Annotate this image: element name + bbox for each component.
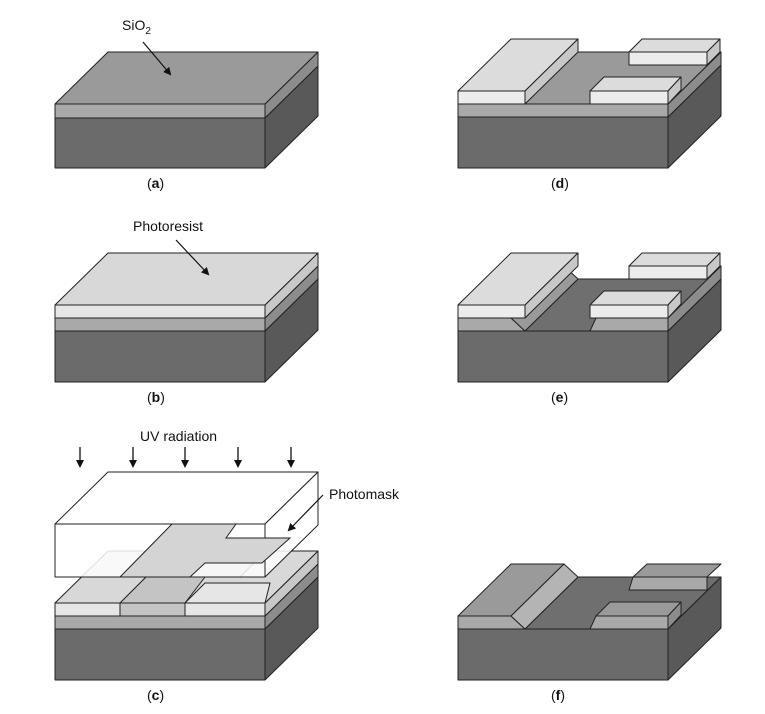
panel-f: (f)	[457, 563, 722, 703]
uv-radiation-label: UV radiation	[140, 428, 217, 444]
photomask-arrow	[287, 494, 324, 532]
photoresist-arrow	[175, 239, 210, 276]
photomask-label: Photomask	[329, 486, 400, 502]
caption-c: (c)	[147, 687, 164, 703]
substrate-front	[457, 330, 669, 383]
panel-a: SiO2 (a)	[54, 17, 319, 191]
resist-block-side	[667, 290, 682, 319]
exposed-resist-front	[119, 602, 186, 617]
photoresist-label: Photoresist	[133, 218, 203, 234]
caption-e: (e)	[551, 389, 568, 405]
resist-block-back-side	[706, 252, 721, 280]
oxide-side	[667, 265, 722, 332]
caption-a: (a)	[147, 175, 164, 191]
caption-d: (d)	[551, 175, 569, 191]
oxide-front	[54, 615, 266, 630]
exposed-pattern-light	[183, 582, 271, 604]
resist-block-top	[589, 290, 682, 306]
photomask-pattern	[118, 523, 292, 578]
resist-block-front	[589, 304, 669, 319]
panel-b: Photoresist (b)	[54, 218, 319, 405]
substrate-front	[54, 330, 266, 383]
substrate-front	[54, 628, 266, 681]
resist-block-side	[667, 76, 682, 105]
resist-top	[54, 252, 319, 306]
resist-stripe-front	[457, 304, 526, 319]
substrate-front	[457, 116, 669, 169]
oxide-block-front	[589, 615, 669, 630]
resist-block-back-front	[628, 265, 708, 280]
caption-f: (f)	[551, 687, 565, 703]
oxide-block-top	[595, 601, 682, 617]
resist-stripe-side	[524, 252, 579, 319]
panel-e: (e)	[457, 252, 722, 405]
oxide-front	[54, 103, 266, 119]
substrate-front	[457, 628, 669, 681]
oxide-stripe-bevel	[510, 563, 579, 630]
resist-front	[54, 304, 266, 319]
resist-block-back-top	[628, 38, 721, 53]
uv-arrows	[76, 447, 295, 468]
sio2-arrow	[142, 41, 172, 76]
resist-stripe-front	[457, 90, 526, 105]
substrate-front	[54, 117, 266, 169]
panel-c: UV radiation Photomask (c)	[54, 428, 400, 703]
resist-block-front	[589, 90, 669, 105]
resist-block-back-front	[628, 51, 708, 66]
oxide-top	[54, 51, 319, 105]
resist-block-top	[589, 76, 682, 92]
caption-b: (b)	[147, 389, 165, 405]
oxide-front	[54, 317, 266, 332]
sio2-label: SiO2	[122, 17, 151, 37]
oxide-back-front	[628, 576, 708, 591]
oxide-block-side	[667, 601, 682, 630]
oxide-front-right	[589, 317, 669, 332]
panel-d: (d)	[457, 38, 722, 191]
resist-block-back-side	[706, 38, 721, 66]
oxide-front	[457, 103, 669, 118]
resist-block-back-top	[628, 252, 721, 267]
resist-stripe-side	[524, 38, 579, 105]
oxide-back-top	[632, 563, 722, 578]
